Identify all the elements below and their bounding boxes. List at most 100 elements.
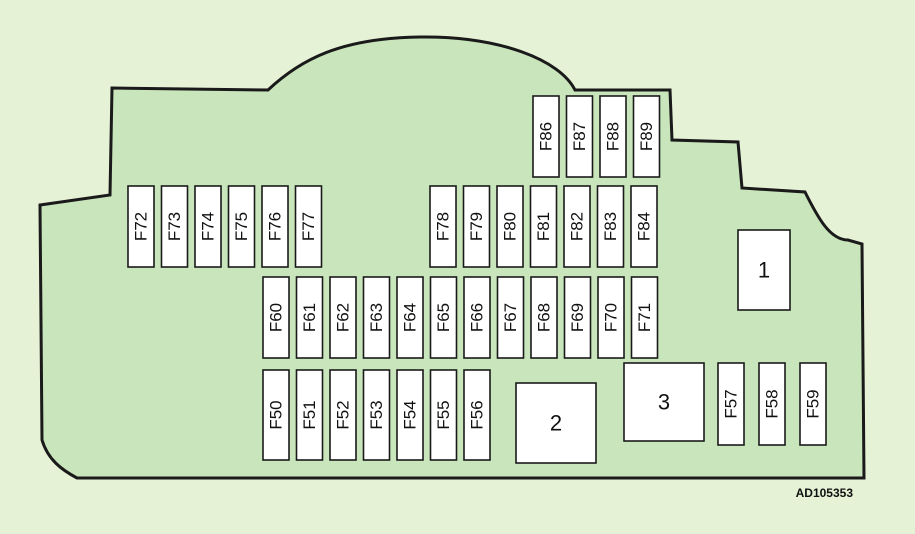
fuse-f69: F69 — [563, 276, 592, 359]
fuse-slot — [596, 185, 625, 268]
fuse-slot — [529, 185, 558, 268]
fuse-slot — [630, 185, 658, 268]
fuse-f77: F77 — [294, 185, 323, 268]
fuse-label: F60 — [267, 303, 286, 332]
fuse-label: F79 — [467, 212, 486, 241]
fuse-f68: F68 — [530, 276, 558, 359]
fuse-label: F83 — [601, 212, 620, 241]
fuse-label: F65 — [434, 303, 453, 332]
fuse-slot — [295, 369, 324, 461]
fuse-slot — [463, 369, 491, 461]
fuse-f56: F56 — [463, 369, 491, 461]
fuse-slot — [429, 276, 458, 359]
fuse-slot — [563, 276, 592, 359]
fuse-slot — [194, 185, 222, 268]
fuse-f87: F87 — [565, 95, 594, 178]
fuse-f65: F65 — [429, 276, 458, 359]
fuse-slot — [565, 95, 594, 178]
fuse-slot — [295, 276, 324, 359]
fuse-slot — [329, 369, 357, 461]
fuse-slot — [362, 369, 391, 461]
fuse-label: F50 — [267, 400, 286, 429]
fuse-f51: F51 — [295, 369, 324, 461]
fuse-f82: F82 — [563, 185, 591, 268]
fuse-f55: F55 — [429, 369, 458, 461]
fuse-slot — [396, 276, 424, 359]
fuse-f54: F54 — [396, 369, 424, 461]
fuse-f75: F75 — [227, 185, 256, 268]
fuse-slot — [329, 276, 357, 359]
fuse-f79: F79 — [462, 185, 491, 268]
fuse-slot — [362, 276, 391, 359]
fuse-f59: F59 — [799, 362, 827, 446]
relay-1: 1 — [737, 229, 791, 311]
fuse-f71: F71 — [630, 276, 659, 359]
fuse-slot — [597, 276, 625, 359]
fuse-slot — [496, 185, 524, 268]
fuse-slot — [599, 95, 627, 178]
fuse-f76: F76 — [261, 185, 289, 268]
fuse-f70: F70 — [597, 276, 625, 359]
fuse-label: F62 — [334, 303, 353, 332]
fuse-slot — [429, 369, 458, 461]
fuse-slot — [396, 369, 424, 461]
fuse-f72: F72 — [127, 185, 155, 268]
relays-group: 1 2 3 — [515, 229, 791, 464]
fuse-label: F80 — [501, 212, 520, 241]
fuse-f74: F74 — [194, 185, 222, 268]
fuse-slot — [160, 185, 189, 268]
relay-label: 3 — [658, 390, 670, 415]
fuse-f78: F78 — [429, 185, 457, 268]
fuse-f60: F60 — [262, 276, 290, 359]
fuse-f58: F58 — [758, 362, 786, 446]
fuse-slot — [262, 369, 290, 461]
fuse-label: F88 — [604, 122, 623, 151]
diagram-code: AD105353 — [796, 486, 854, 500]
fuse-label: F87 — [570, 122, 589, 151]
fuse-label: F67 — [501, 303, 520, 332]
fuse-f86: F86 — [532, 95, 560, 178]
fuse-label: F72 — [132, 212, 151, 241]
fuse-label: F61 — [300, 303, 319, 332]
fuse-slot — [799, 362, 827, 446]
fuse-f83: F83 — [596, 185, 625, 268]
fuse-label: F58 — [763, 389, 782, 418]
fuse-label: F57 — [722, 389, 741, 418]
fuse-slot — [563, 185, 591, 268]
relay-label: 2 — [550, 411, 562, 436]
fuse-f81: F81 — [529, 185, 558, 268]
fuse-f66: F66 — [463, 276, 491, 359]
fuse-f67: F67 — [496, 276, 525, 359]
fuse-label: F64 — [401, 303, 420, 332]
fuse-f84: F84 — [630, 185, 658, 268]
fuse-f57: F57 — [717, 362, 745, 446]
fuse-label: F59 — [804, 389, 823, 418]
fuse-label: F77 — [299, 212, 318, 241]
fuse-slot — [532, 95, 560, 178]
fuse-label: F84 — [635, 212, 654, 241]
fuse-f63: F63 — [362, 276, 391, 359]
fuse-slot — [463, 276, 491, 359]
fuse-slot — [127, 185, 155, 268]
fuse-slot — [262, 276, 290, 359]
fuse-slot — [630, 276, 659, 359]
fuse-label: F52 — [334, 400, 353, 429]
fuse-slot — [496, 276, 525, 359]
fuse-f61: F61 — [295, 276, 324, 359]
fuse-slot — [462, 185, 491, 268]
fuse-slot — [227, 185, 256, 268]
fuse-label: F66 — [468, 303, 487, 332]
fuse-label: F71 — [635, 303, 654, 332]
fuse-slot — [758, 362, 786, 446]
fuse-f89: F89 — [632, 95, 661, 178]
fuse-slot — [717, 362, 745, 446]
relay-slot — [515, 382, 597, 464]
fuse-label: F51 — [300, 400, 319, 429]
fuse-slot — [429, 185, 457, 268]
fuse-f53: F53 — [362, 369, 391, 461]
fuse-label: F75 — [232, 212, 251, 241]
relay-2: 2 — [515, 382, 597, 464]
fuse-slot — [261, 185, 289, 268]
